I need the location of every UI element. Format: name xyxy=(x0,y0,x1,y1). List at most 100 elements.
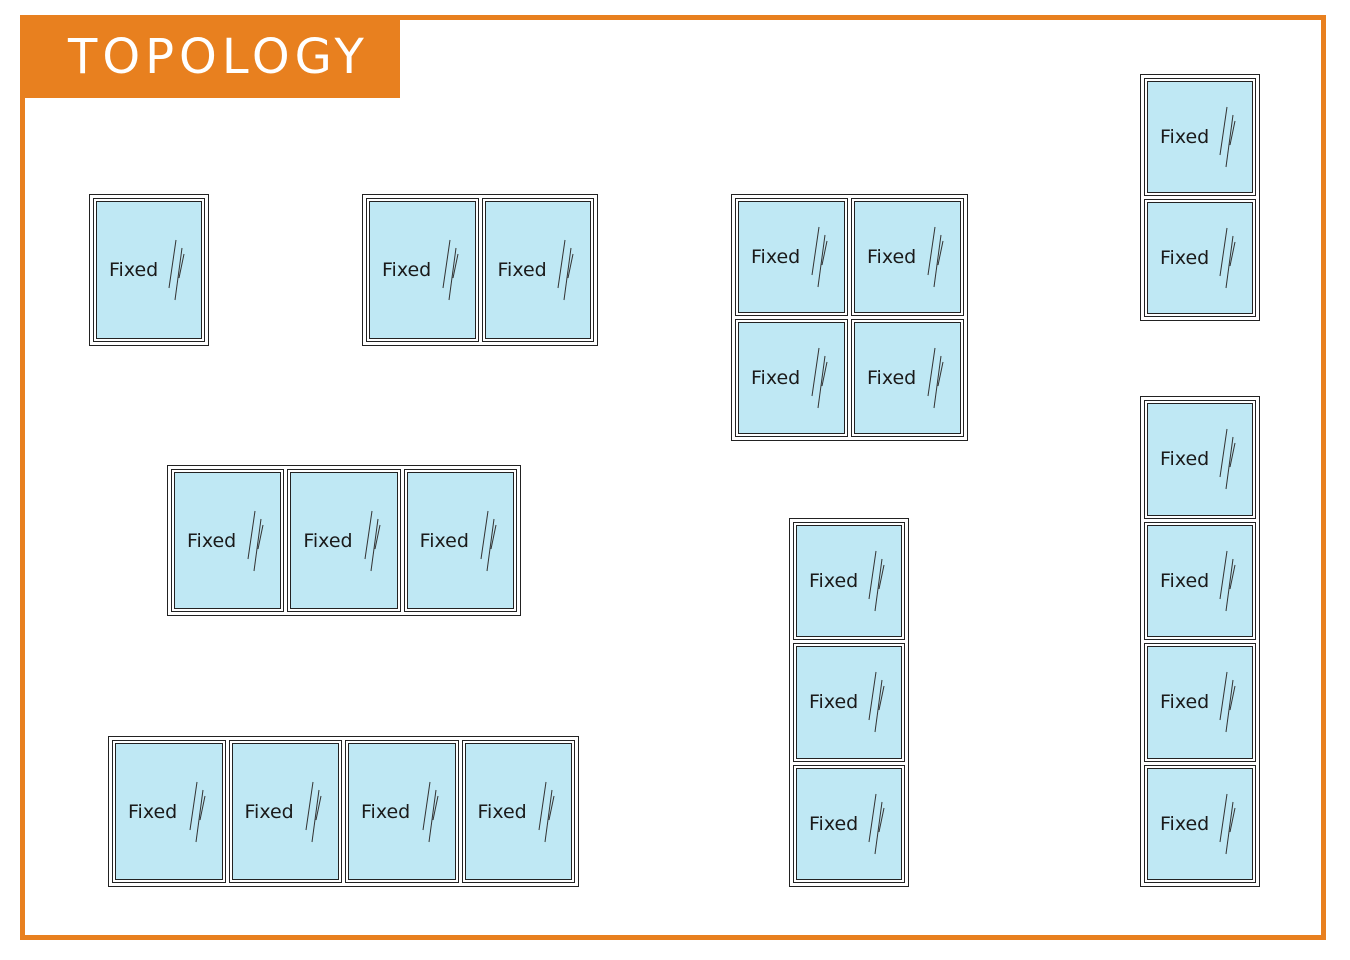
pane-label: Fixed xyxy=(187,529,237,552)
glass-pane[interactable]: Fixed xyxy=(228,740,342,883)
glass-pane[interactable]: Fixed xyxy=(171,469,285,612)
glass-pane[interactable]: Fixed xyxy=(1144,78,1256,196)
glass-pane[interactable]: Fixed xyxy=(112,740,226,883)
pane-label: Fixed xyxy=(867,367,917,389)
glass-hatch-icon xyxy=(868,551,885,612)
glass-hatch-icon xyxy=(1219,106,1236,168)
glass-fill: Fixed xyxy=(1147,524,1253,637)
glass-pane[interactable]: Fixed xyxy=(735,319,848,437)
glass-fill: Fixed xyxy=(290,472,398,609)
pane-label: Fixed xyxy=(1160,812,1210,835)
pane-label: Fixed xyxy=(109,259,159,281)
glass-hatch-icon xyxy=(538,781,555,842)
pane-label: Fixed xyxy=(1160,448,1210,471)
pane-label: Fixed xyxy=(809,812,859,835)
glass-pane[interactable]: Fixed xyxy=(481,198,594,342)
glass-hatch-icon xyxy=(1219,227,1236,289)
glass-pane[interactable]: Fixed xyxy=(793,764,905,883)
glass-fill: Fixed xyxy=(96,201,202,339)
glass-pane[interactable]: Fixed xyxy=(1144,400,1256,519)
pane-label: Fixed xyxy=(244,800,294,823)
glass-fill: Fixed xyxy=(348,743,456,880)
glass-fill: Fixed xyxy=(231,743,339,880)
glass-pane[interactable]: Fixed xyxy=(93,198,205,342)
glass-pane[interactable]: Fixed xyxy=(403,469,517,612)
glass-hatch-icon xyxy=(189,781,205,842)
glass-fill: Fixed xyxy=(1147,646,1253,759)
glass-hatch-icon xyxy=(811,226,828,288)
glass-fill: Fixed xyxy=(1147,202,1253,314)
glass-hatch-icon xyxy=(811,347,828,409)
glass-pane[interactable]: Fixed xyxy=(793,643,905,762)
glass-hatch-icon xyxy=(480,510,497,571)
glass-pane[interactable]: Fixed xyxy=(461,740,575,883)
glass-hatch-icon xyxy=(1219,672,1236,733)
glass-fill: Fixed xyxy=(484,201,591,339)
glass-fill: Fixed xyxy=(174,472,282,609)
pane-label: Fixed xyxy=(809,691,859,714)
pane-label: Fixed xyxy=(361,800,411,823)
glass-hatch-icon xyxy=(1219,793,1236,854)
pane-label: Fixed xyxy=(382,259,432,281)
glass-fill: Fixed xyxy=(796,525,902,638)
pane-label: Fixed xyxy=(497,259,547,281)
glass-hatch-icon xyxy=(247,510,264,571)
pane-label: Fixed xyxy=(128,800,178,823)
glass-pane[interactable]: Fixed xyxy=(851,198,964,316)
glass-hatch-icon xyxy=(868,793,885,854)
glass-fill: Fixed xyxy=(1147,403,1253,516)
pane-label: Fixed xyxy=(751,367,801,389)
glass-hatch-icon xyxy=(868,672,885,733)
glass-hatch-icon xyxy=(305,781,322,842)
glass-fill: Fixed xyxy=(738,322,845,434)
pane-label: Fixed xyxy=(1160,569,1210,592)
glass-pane[interactable]: Fixed xyxy=(851,319,964,437)
glass-pane[interactable]: Fixed xyxy=(366,198,479,342)
pane-label: Fixed xyxy=(809,570,859,593)
glass-hatch-icon xyxy=(364,510,381,571)
glass-fill: Fixed xyxy=(464,743,572,880)
glass-pane[interactable]: Fixed xyxy=(793,522,905,641)
pane-label: Fixed xyxy=(1160,691,1210,714)
window-assembly-2x1[interactable]: Fixed Fixed xyxy=(362,194,598,346)
glass-pane[interactable]: Fixed xyxy=(1144,643,1256,762)
glass-fill: Fixed xyxy=(796,646,902,759)
pane-label: Fixed xyxy=(303,529,353,552)
glass-fill: Fixed xyxy=(1147,767,1253,880)
glass-hatch-icon xyxy=(442,239,458,301)
window-assembly-3x1[interactable]: Fixed Fixed Fixed xyxy=(167,465,521,616)
glass-fill: Fixed xyxy=(1147,81,1253,193)
glass-hatch-icon xyxy=(927,347,944,409)
pane-label: Fixed xyxy=(751,246,801,268)
glass-fill: Fixed xyxy=(406,472,514,609)
glass-fill: Fixed xyxy=(854,201,961,313)
glass-pane[interactable]: Fixed xyxy=(1144,521,1256,640)
glass-hatch-icon xyxy=(168,239,185,301)
window-assembly-1x1[interactable]: Fixed xyxy=(89,194,209,346)
glass-hatch-icon xyxy=(557,239,574,301)
glass-hatch-icon xyxy=(1219,550,1236,611)
window-assembly-4x1[interactable]: Fixed Fixed Fixed Fixed xyxy=(108,736,579,887)
pane-label: Fixed xyxy=(477,800,527,823)
glass-hatch-icon xyxy=(1219,429,1236,490)
pane-label: Fixed xyxy=(1160,126,1210,148)
glass-hatch-icon xyxy=(927,226,944,288)
glass-pane[interactable]: Fixed xyxy=(735,198,848,316)
glass-fill: Fixed xyxy=(738,201,845,313)
page-title: TOPOLOGY xyxy=(68,29,369,85)
glass-pane[interactable]: Fixed xyxy=(1144,764,1256,883)
glass-pane[interactable]: Fixed xyxy=(345,740,459,883)
glass-pane[interactable]: Fixed xyxy=(1144,199,1256,317)
glass-fill: Fixed xyxy=(854,322,961,434)
pane-label: Fixed xyxy=(1160,247,1210,269)
pane-label: Fixed xyxy=(419,529,469,552)
glass-pane[interactable]: Fixed xyxy=(287,469,401,612)
glass-fill: Fixed xyxy=(115,743,223,880)
title-banner: TOPOLOGY xyxy=(20,15,400,98)
glass-fill: Fixed xyxy=(369,201,476,339)
glass-hatch-icon xyxy=(422,781,438,842)
